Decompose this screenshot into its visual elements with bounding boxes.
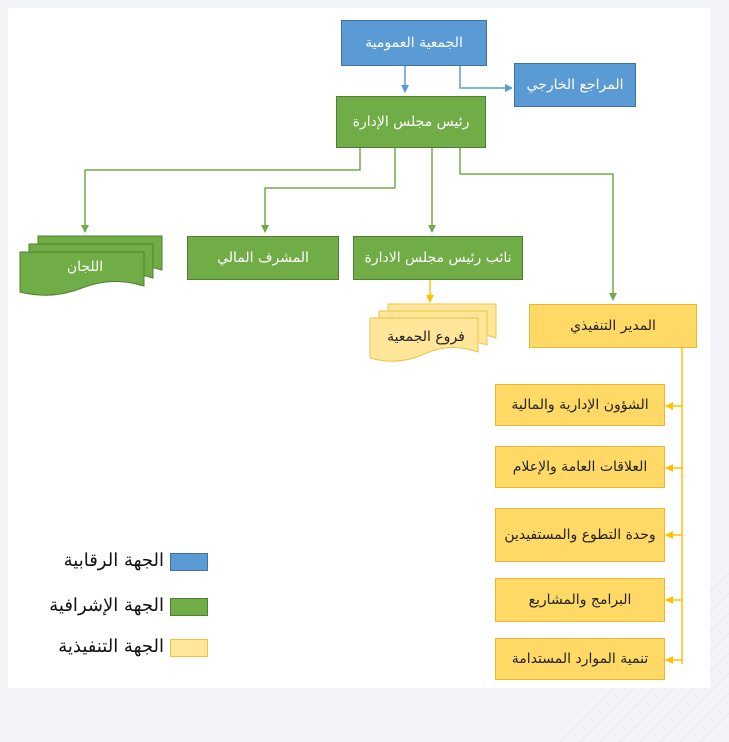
department-label: البرامج والمشاريع (528, 591, 632, 608)
legend-supervisory: الجهة الإشرافية (49, 595, 220, 619)
vice-chairman-box: نائب رئيس مجلس الادارة (353, 236, 523, 280)
department-box-4: البرامج والمشاريع (495, 578, 665, 622)
external-auditor-label: المراجع الخارجي (526, 76, 624, 93)
department-label: وحدة التطوع والمستفيدين (504, 526, 656, 543)
department-box-5: تنمية الموارد المستدامة (495, 638, 665, 680)
board-chairman-box: رئيس مجلس الإدارة (336, 96, 486, 148)
legend-supervisory-swatch (170, 598, 208, 616)
legend-supervisory-text: الجهة الإشرافية (49, 595, 164, 616)
branches-shape (369, 303, 497, 362)
department-box-3: وحدة التطوع والمستفيدين (495, 508, 665, 562)
legend-executive-swatch (170, 639, 208, 657)
executive-director-box: المدير التنفيذي (529, 304, 697, 348)
department-box-2: العلاقات العامة والإعلام (495, 446, 665, 488)
financial-supervisor-box: المشرف المالي (187, 236, 339, 280)
department-label: تنمية الموارد المستدامة (511, 650, 649, 667)
legend-oversight: الجهة الرقابية (60, 550, 220, 574)
executive-director-label: المدير التنفيذي (570, 317, 656, 334)
board-chairman-label: رئيس مجلس الإدارة (352, 113, 470, 130)
committees-shape (19, 235, 163, 296)
general-assembly-box: الجمعية العمومية (341, 20, 487, 66)
financial-supervisor-label: المشرف المالي (217, 249, 309, 266)
general-assembly-label: الجمعية العمومية (365, 34, 463, 51)
legend-oversight-text: الجهة الرقابية (63, 550, 164, 571)
branches-label: فروع الجمعية (387, 329, 465, 345)
legend-executive-text: الجهة التنفيذية (58, 636, 164, 657)
department-label: الشؤون الإدارية والمالية (511, 396, 649, 413)
legend-oversight-swatch (170, 553, 208, 571)
external-auditor-box: المراجع الخارجي (514, 63, 636, 107)
legend-executive: الجهة التنفيذية (58, 636, 220, 660)
vice-chairman-label: نائب رئيس مجلس الادارة (364, 249, 512, 266)
department-label: العلاقات العامة والإعلام (512, 458, 648, 475)
department-box-1: الشؤون الإدارية والمالية (495, 384, 665, 426)
committees-label: اللجان (66, 259, 104, 275)
